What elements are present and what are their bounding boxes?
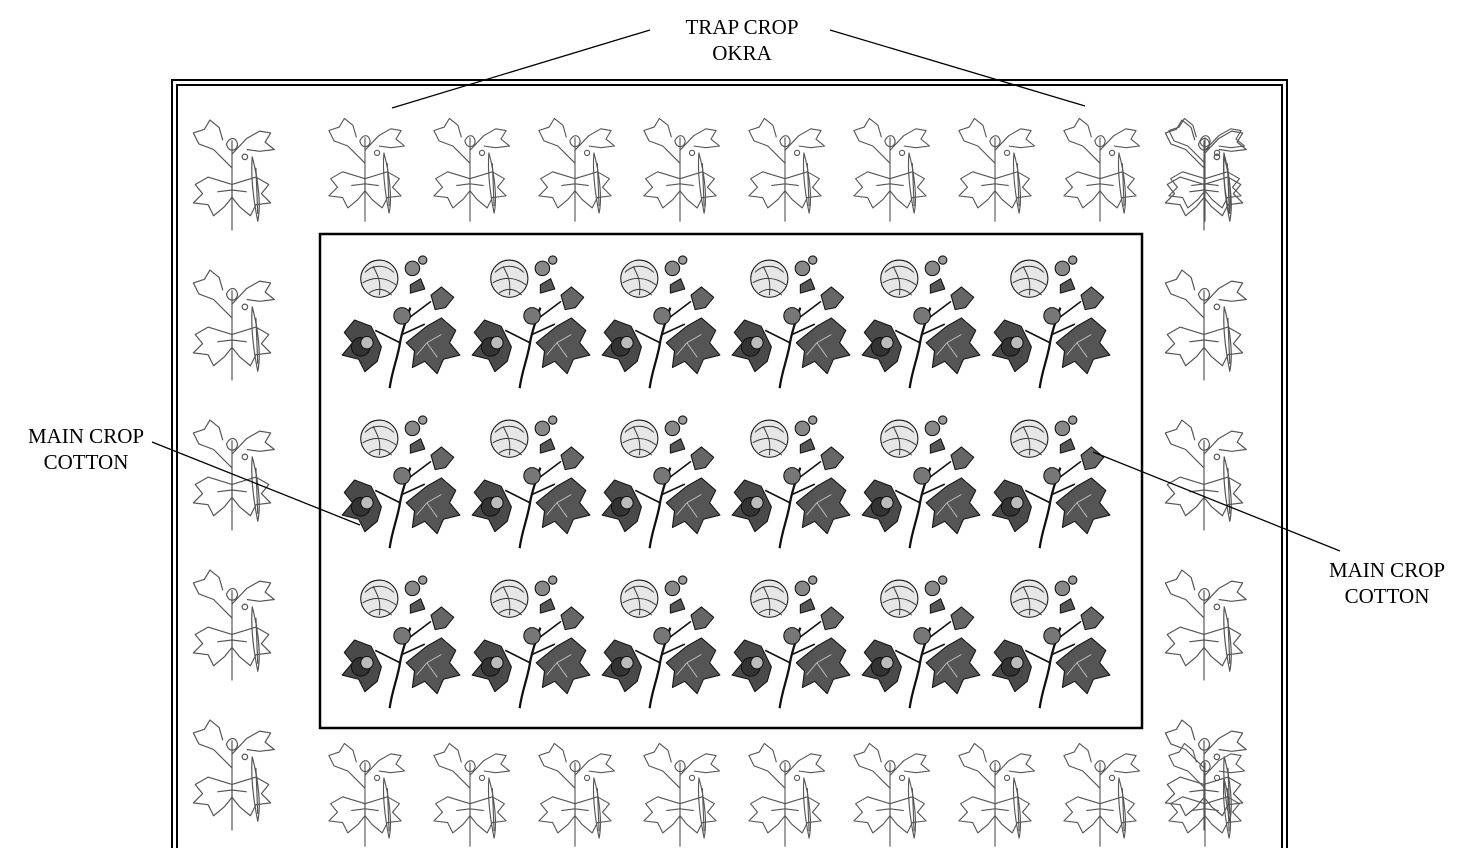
okra-plant-right	[1165, 570, 1246, 680]
okra-plant-bottom	[854, 743, 930, 846]
okra-plant-bottom	[434, 743, 510, 846]
main-crop-right-label: MAIN CROP COTTON	[1302, 557, 1462, 609]
okra-plant-top	[329, 118, 405, 221]
okra-plant-top	[749, 118, 825, 221]
okra-plant-top	[644, 118, 720, 221]
okra-plant-top	[434, 118, 510, 221]
okra-plant-left	[193, 270, 274, 380]
okra-plant-top	[539, 118, 615, 221]
okra-plant-right	[1165, 420, 1246, 530]
okra-plant-top	[959, 118, 1035, 221]
okra-plant-bottom	[644, 743, 720, 846]
main-crop-left-label-line2: COTTON	[0, 449, 172, 475]
main-crop-left-label: MAIN CROP COTTON	[0, 423, 172, 475]
main-crop-left-label-line1: MAIN CROP	[0, 423, 172, 449]
okra-plant-bottom	[329, 743, 405, 846]
okra-plant-bottom	[1064, 743, 1140, 846]
trap-crop-label-line2: OKRA	[642, 40, 842, 66]
okra-plant-top	[854, 118, 930, 221]
okra-plant-left	[193, 570, 274, 680]
trap-crop-pointer-right	[830, 30, 1085, 106]
okra-plant-bottom	[1169, 743, 1245, 846]
okra-plant-right	[1165, 270, 1246, 380]
okra-plant-top	[1064, 118, 1140, 221]
main-crop-right-label-line1: MAIN CROP	[1302, 557, 1462, 583]
trap-crop-label: TRAP CROP OKRA	[642, 14, 842, 66]
okra-plant-bottom	[749, 743, 825, 846]
okra-plant-bottom	[539, 743, 615, 846]
okra-plant-left	[193, 720, 274, 830]
okra-plant-left	[193, 120, 274, 230]
trap-crop-pointer-left	[392, 30, 650, 108]
main-crop-right-label-line2: COTTON	[1302, 583, 1462, 609]
okra-plant-bottom	[959, 743, 1035, 846]
trap-crop-label-line1: TRAP CROP	[642, 14, 842, 40]
